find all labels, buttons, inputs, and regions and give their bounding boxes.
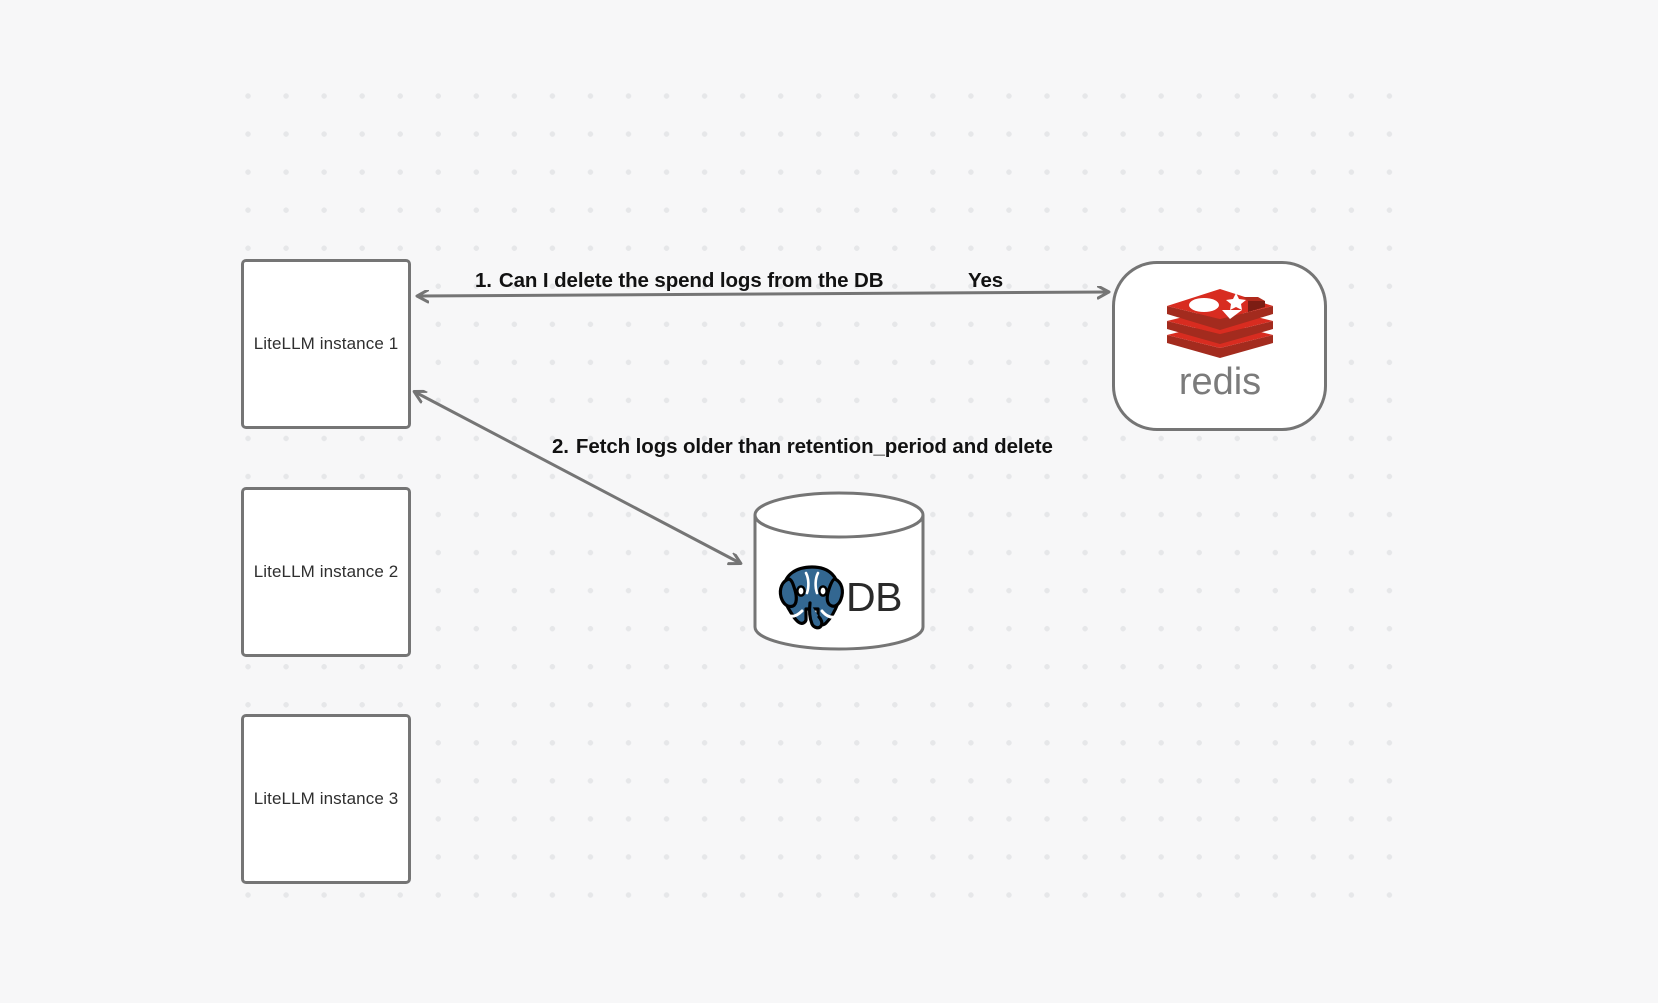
redis-wordmark: redis (1178, 363, 1260, 403)
redis-stack-icon (1166, 289, 1273, 358)
redis-logo: redis (1160, 285, 1280, 403)
node-litellm-instance-2[interactable]: LiteLLM instance 2 (241, 487, 411, 657)
node-label: LiteLLM instance 1 (253, 334, 399, 353)
redis-wordmark-text: redis (1178, 363, 1260, 403)
node-litellm-instance-3[interactable]: LiteLLM instance 3 (241, 714, 411, 884)
postgresql-elephant-icon (778, 565, 844, 630)
node-redis[interactable]: redis (1112, 261, 1327, 431)
node-label: LiteLLM instance 3 (253, 789, 399, 808)
node-label: LiteLLM instance 2 (253, 562, 399, 581)
node-litellm-instance-1[interactable]: LiteLLM instance 1 (241, 259, 411, 429)
edge-1-text: Can I delete the spend logs from the DB (498, 269, 884, 292)
node-postgres-db[interactable]: DB (753, 491, 925, 651)
edge-2-number: 2. (552, 435, 569, 458)
edge-1-label: 1. Can I delete the spend logs from the D… (475, 269, 884, 293)
edge-2-text: Fetch logs older than retention_period a… (575, 435, 1053, 458)
edge-instance1-redis (418, 292, 1108, 296)
edge-2-label: 2. Fetch logs older than retention_period… (552, 435, 1053, 459)
postgres-db-label: DB (846, 573, 902, 620)
edge-1-reply-label: Yes (968, 269, 1004, 292)
edge-instance1-postgres (415, 392, 740, 563)
postgres-logo-row: DB (753, 543, 925, 651)
edge-1-number: 1. (475, 269, 492, 292)
